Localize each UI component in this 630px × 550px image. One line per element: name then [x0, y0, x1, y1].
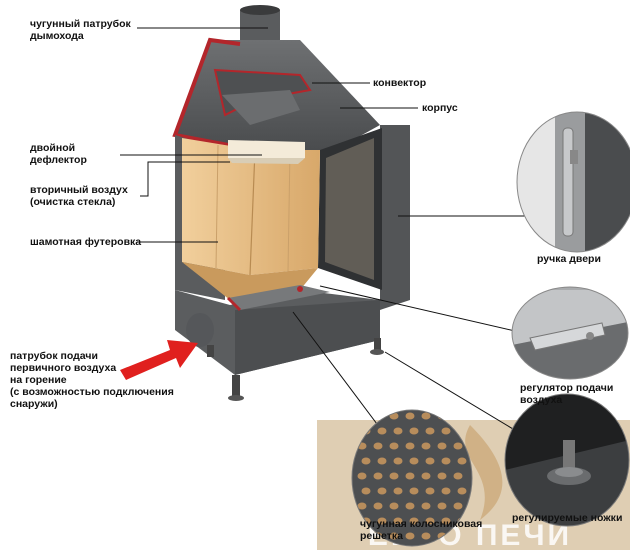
leader-lines: [120, 27, 528, 433]
grate-hole: [425, 517, 435, 525]
fireplace-base: [175, 285, 384, 401]
chamotte-lining: [182, 138, 320, 300]
grate-hole: [393, 487, 403, 495]
grate-hole: [373, 412, 383, 420]
grate-hole: [437, 502, 447, 510]
grate-hole: [389, 472, 399, 480]
grate-hole: [357, 502, 367, 510]
grate-hole: [453, 502, 463, 510]
grate-hole: [457, 457, 467, 465]
grate-hole: [441, 517, 451, 525]
grate-hole: [425, 487, 435, 495]
grate-hole: [389, 532, 399, 540]
grate-hole: [437, 442, 447, 450]
label-primary-air: патрубок подачи первичного воздуха на го…: [10, 350, 174, 410]
label-double-deflector: двойной дефлектор: [30, 142, 87, 166]
label-door-handle: ручка двери: [537, 253, 601, 265]
grate-hole: [373, 442, 383, 450]
grate-hole: [373, 502, 383, 510]
label-chamotte: шамотная футеровка: [30, 236, 142, 248]
inset-door-handle: [516, 111, 630, 253]
grate-hole: [409, 487, 419, 495]
grate-hole: [393, 517, 403, 525]
label-secondary-air: вторичный воздух (очистка стекла): [30, 184, 128, 208]
grate-hole: [437, 472, 447, 480]
grate-hole: [421, 442, 431, 450]
grate-hole: [389, 442, 399, 450]
label-feet: регулируемые ножки: [512, 512, 623, 524]
grate-hole: [421, 412, 431, 420]
label-body: корпус: [422, 102, 458, 114]
grate-hole: [389, 412, 399, 420]
grate-hole: [409, 517, 419, 525]
grate-hole: [393, 427, 403, 435]
grate-hole: [377, 517, 387, 525]
grate-hole: [405, 442, 415, 450]
grate-hole: [453, 412, 463, 420]
inset-grate: [351, 409, 473, 547]
label-air-regulator: регулятор подачи воздуха: [520, 382, 614, 406]
double-deflector: [228, 140, 305, 164]
label-flue-pipe: чугунный патрубок дымохода: [30, 18, 131, 42]
label-grate: чугунная колосниковая решетка: [360, 518, 483, 542]
grate-hole: [441, 487, 451, 495]
grate-hole: [377, 457, 387, 465]
grate-hole: [409, 427, 419, 435]
grate-hole: [425, 457, 435, 465]
grate-hole: [405, 502, 415, 510]
grate-hole: [441, 457, 451, 465]
grate-hole: [421, 532, 431, 540]
grate-hole: [441, 427, 451, 435]
grate-hole: [405, 472, 415, 480]
grate-hole: [405, 412, 415, 420]
grate-hole: [453, 472, 463, 480]
grate-hole: [393, 457, 403, 465]
arrow-icon: [120, 340, 198, 380]
grate-hole: [361, 457, 371, 465]
grate-hole: [389, 502, 399, 510]
grate-hole: [377, 487, 387, 495]
grate-hole: [409, 457, 419, 465]
grate-hole: [405, 532, 415, 540]
grate-hole: [357, 472, 367, 480]
grate-hole: [357, 412, 367, 420]
inset-feet: [504, 393, 630, 527]
grate-hole: [453, 442, 463, 450]
grate-hole: [361, 487, 371, 495]
label-convector: конвектор: [373, 77, 427, 89]
grate-hole: [377, 427, 387, 435]
flue-pipe: [240, 5, 280, 44]
inset-air-regulator: [511, 286, 629, 380]
grate-hole: [373, 472, 383, 480]
grate-hole: [425, 427, 435, 435]
grate-hole: [421, 472, 431, 480]
grate-hole: [457, 487, 467, 495]
grate-hole: [421, 502, 431, 510]
